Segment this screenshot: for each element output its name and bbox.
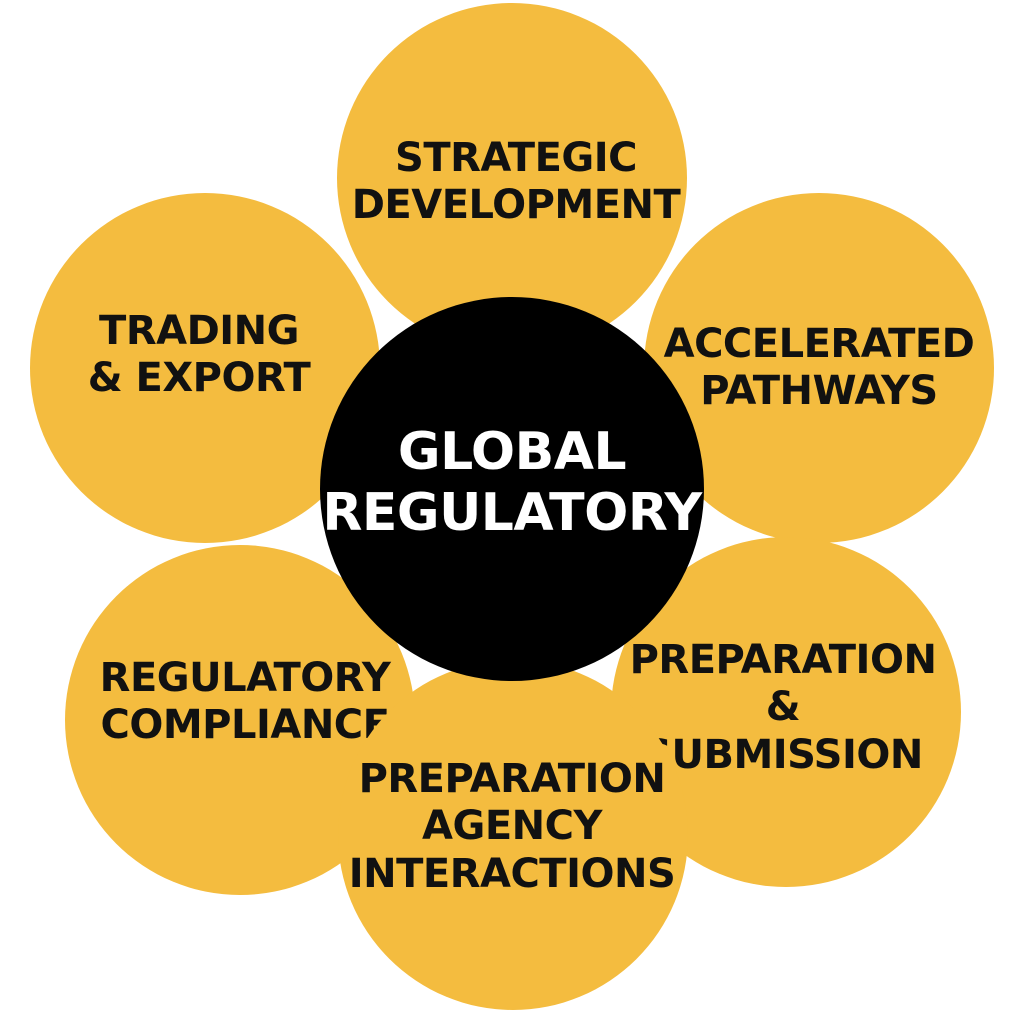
- petal-label: REGULATORY COMPLIANCE: [100, 655, 391, 749]
- center-label-line: REGULATORY: [322, 483, 702, 543]
- petal-regulatory-compliance: REGULATORY COMPLIANCE: [65, 545, 415, 895]
- center-label: GLOBAL REGULATORY: [322, 421, 702, 545]
- petal-preparation-agency-interactions: PREPARATION AGENCY INTERACTIONS: [338, 660, 688, 1010]
- center-hub: GLOBAL REGULATORY: [320, 297, 704, 681]
- petal-label-line: & EXPORT: [87, 355, 311, 401]
- petal-label-line: ACCELERATED: [663, 320, 975, 367]
- petal-label-line: &: [765, 684, 801, 731]
- petal-label-line: STRATEGIC: [395, 134, 637, 181]
- petal-label: ACCELERATED PATHWAYS: [664, 321, 975, 415]
- petal-trading-export: TRADING & EXPORT: [30, 193, 380, 543]
- petal-label-line: COMPLIANCE: [100, 702, 390, 748]
- petal-label-line: PREPARATION: [629, 637, 937, 684]
- petal-label: PREPARATION AGENCY INTERACTIONS: [349, 756, 676, 898]
- petal-label-line: REGULATORY: [99, 654, 391, 701]
- petal-label: TRADING & EXPORT: [88, 308, 311, 402]
- petal-label-line: AGENCY: [422, 803, 602, 850]
- petal-strategic-development: STRATEGIC DEVELOPMENT: [337, 3, 687, 353]
- petal-label-line: INTERACTIONS: [348, 850, 676, 897]
- petal-label-line: TRADING: [99, 307, 299, 354]
- petal-label-line: SUBMISSION: [643, 731, 923, 778]
- petal-label: PREPARATION & SUBMISSION: [630, 637, 937, 779]
- petal-label: STRATEGIC DEVELOPMENT: [352, 135, 681, 229]
- center-label-line: GLOBAL: [397, 421, 627, 482]
- petal-label-line: DEVELOPMENT: [351, 182, 681, 228]
- petal-label-line: PREPARATION: [358, 756, 666, 803]
- petal-label-line: PATHWAYS: [700, 368, 938, 414]
